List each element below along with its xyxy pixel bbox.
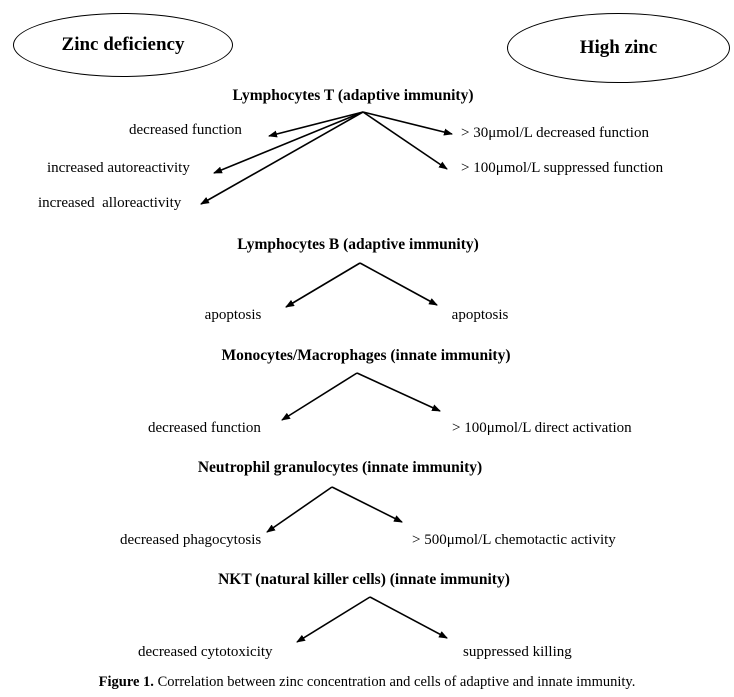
arrow-neutro-left [266,486,333,533]
section-heading-lymphocytes-b: Lymphocytes B (adaptive immunity) [237,236,479,253]
figure-caption-label: Figure 1. [98,674,154,690]
label-b-apoptosis-right: apoptosis [451,307,509,323]
arrow-b-left [285,262,361,308]
zinc-deficiency-label: Zinc deficiency [61,34,185,55]
figure-caption-text: Correlation between zinc concentration a… [157,674,636,690]
arrow-nkt-right [369,596,448,639]
label-t-increased-alloreactivity: increased alloreactivity [38,195,182,211]
arrow-t-left-1 [268,111,364,138]
arrow-b-right [359,262,438,306]
section-heading-lymphocytes-t: Lymphocytes T (adaptive immunity) [232,87,474,104]
label-t-30umol-decreased-function: > 30μmol/L decreased function [461,125,649,141]
label-b-apoptosis-left: apoptosis [204,307,262,323]
arrow-nkt-left [296,596,371,643]
high-zinc-ellipse: High zinc [507,13,730,83]
label-t-increased-autoreactivity: increased autoreactivity [47,160,190,176]
arrow-t-right-2 [362,111,448,170]
zinc-deficiency-ellipse: Zinc deficiency [13,13,233,77]
label-neutro-chemotactic-activity: > 500μmol/L chemotactic activity [412,532,616,548]
high-zinc-label: High zinc [579,37,658,58]
section-heading-neutrophils: Neutrophil granulocytes (innate immunity… [197,459,483,476]
section-heading-monocytes: Monocytes/Macrophages (innate immunity) [221,347,511,364]
label-nkt-decreased-cytotoxicity: decreased cytotoxicity [138,644,273,660]
figure-caption: Figure 1. Correlation between zinc conce… [0,673,734,691]
arrow-neutro-right [331,486,403,523]
arrow-mono-right [356,372,441,412]
label-mono-direct-activation: > 100μmol/L direct activation [452,420,632,436]
section-heading-nkt: NKT (natural killer cells) (innate immun… [218,571,510,588]
arrow-t-right-1 [362,111,453,136]
label-nkt-suppressed-killing: suppressed killing [463,644,572,660]
label-t-100umol-suppressed-function: > 100μmol/L suppressed function [461,160,664,176]
label-mono-decreased-function: decreased function [148,420,261,436]
label-t-decreased-function: decreased function [129,122,242,138]
label-neutro-decreased-phagocytosis: decreased phagocytosis [120,532,262,548]
arrow-mono-left [281,372,358,421]
